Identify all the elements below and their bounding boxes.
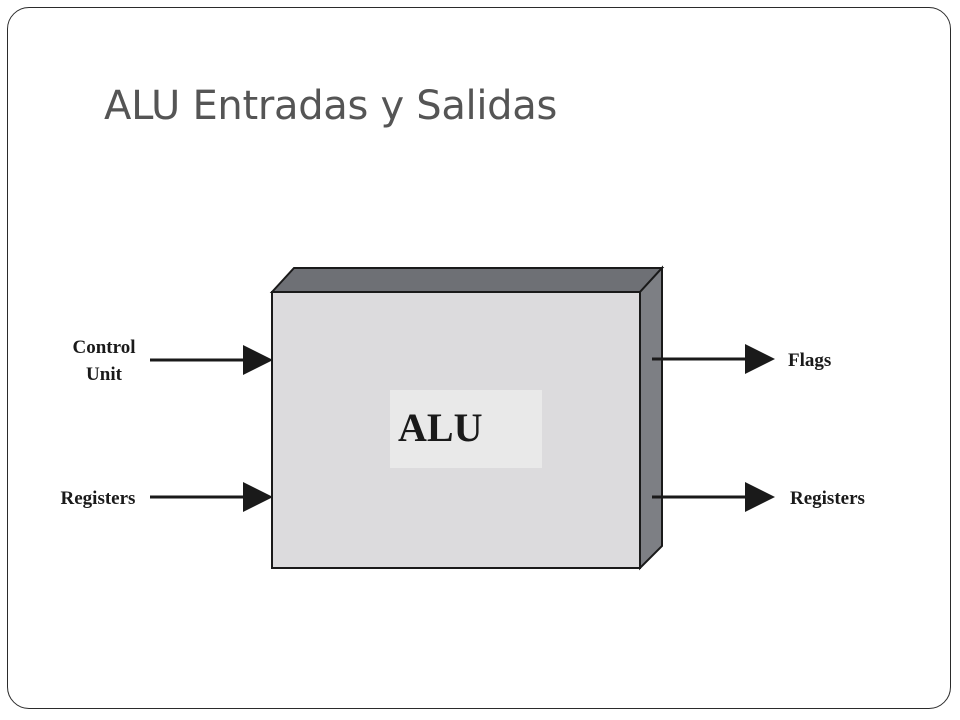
alu-label-panel	[390, 390, 542, 468]
slide-title: ALU Entradas y Salidas	[104, 83, 558, 129]
alu-label: ALU	[398, 405, 482, 450]
input-label-control: Control	[73, 337, 136, 358]
alu-block-top-face	[269, 267, 665, 293]
output-label-flags: Flags	[788, 350, 831, 371]
input-label-registers: Registers	[61, 488, 136, 509]
output-label-registers: Registers	[790, 488, 865, 509]
alu-block-side-face	[639, 265, 663, 571]
input-label-unit: Unit	[86, 364, 123, 385]
